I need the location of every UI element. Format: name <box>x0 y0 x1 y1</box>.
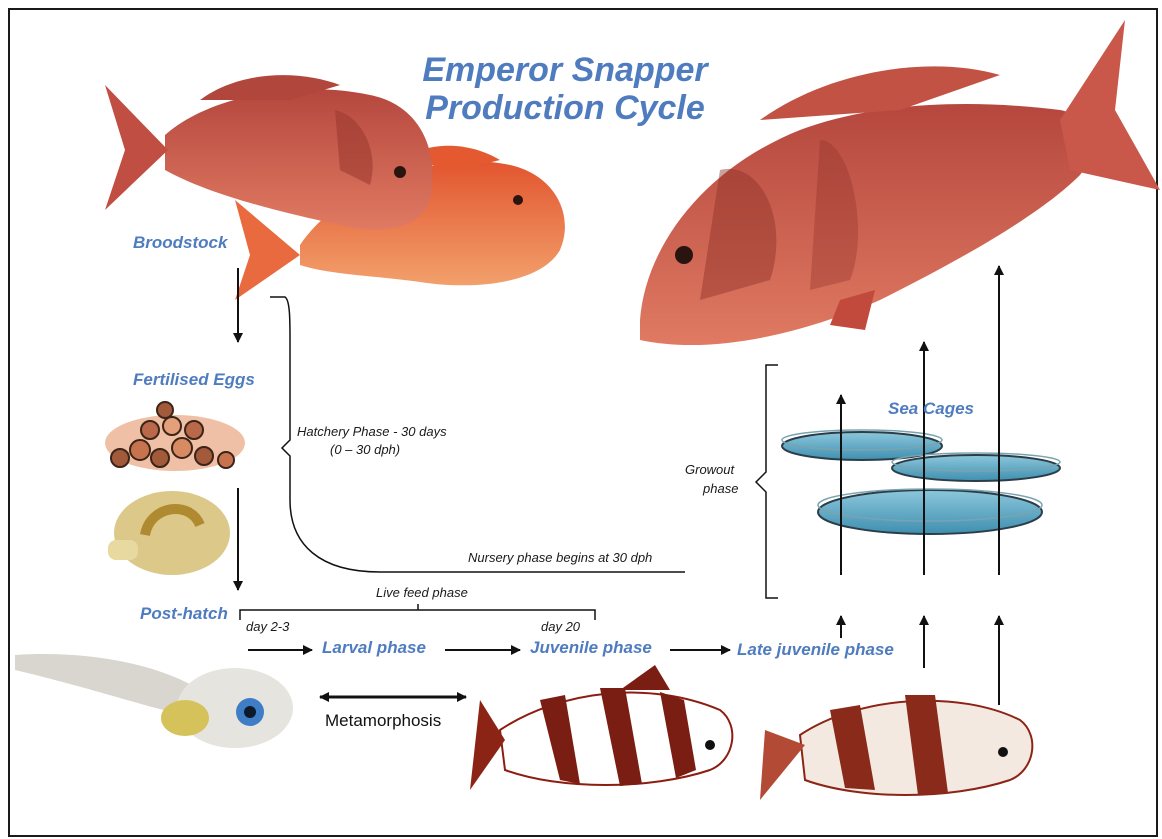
day-start-note: day 2-3 <box>246 619 289 634</box>
sea-cage-2 <box>892 453 1060 481</box>
stage-broodstock: Broodstock <box>133 233 227 253</box>
stage-juvenile: Juvenile phase <box>530 638 652 658</box>
broodstock-fish-red <box>105 75 433 230</box>
growout-note-line1: Growout <box>685 462 734 477</box>
diagram-title-line2: Production Cycle <box>400 88 730 128</box>
growout-bracket <box>756 365 778 598</box>
metamorphosis-label: Metamorphosis <box>325 711 441 731</box>
stage-post-hatch: Post-hatch <box>140 604 228 624</box>
stage-late-juvenile: Late juvenile phase <box>737 640 894 660</box>
hatchery-note-line1: Hatchery Phase - 30 days <box>297 424 447 439</box>
day-end-note: day 20 <box>541 619 580 634</box>
larva <box>15 654 293 748</box>
stage-fertilised-eggs: Fertilised Eggs <box>133 370 255 390</box>
sea-cage-3 <box>818 489 1042 534</box>
hatchery-note-line2: (0 – 30 dph) <box>330 442 400 457</box>
stage-larval: Larval phase <box>322 638 426 658</box>
juvenile-fish <box>470 665 732 790</box>
growout-note-line2: phase <box>703 481 738 496</box>
late-juvenile-fish <box>760 695 1032 800</box>
diagram-title-line1: Emperor Snapper <box>400 50 730 90</box>
hatching-egg <box>108 491 230 575</box>
stage-sea-cages: Sea Cages <box>888 399 974 419</box>
nursery-note: Nursery phase begins at 30 dph <box>468 550 652 565</box>
eggs-cluster <box>105 402 245 471</box>
live-feed-note: Live feed phase <box>376 585 468 600</box>
